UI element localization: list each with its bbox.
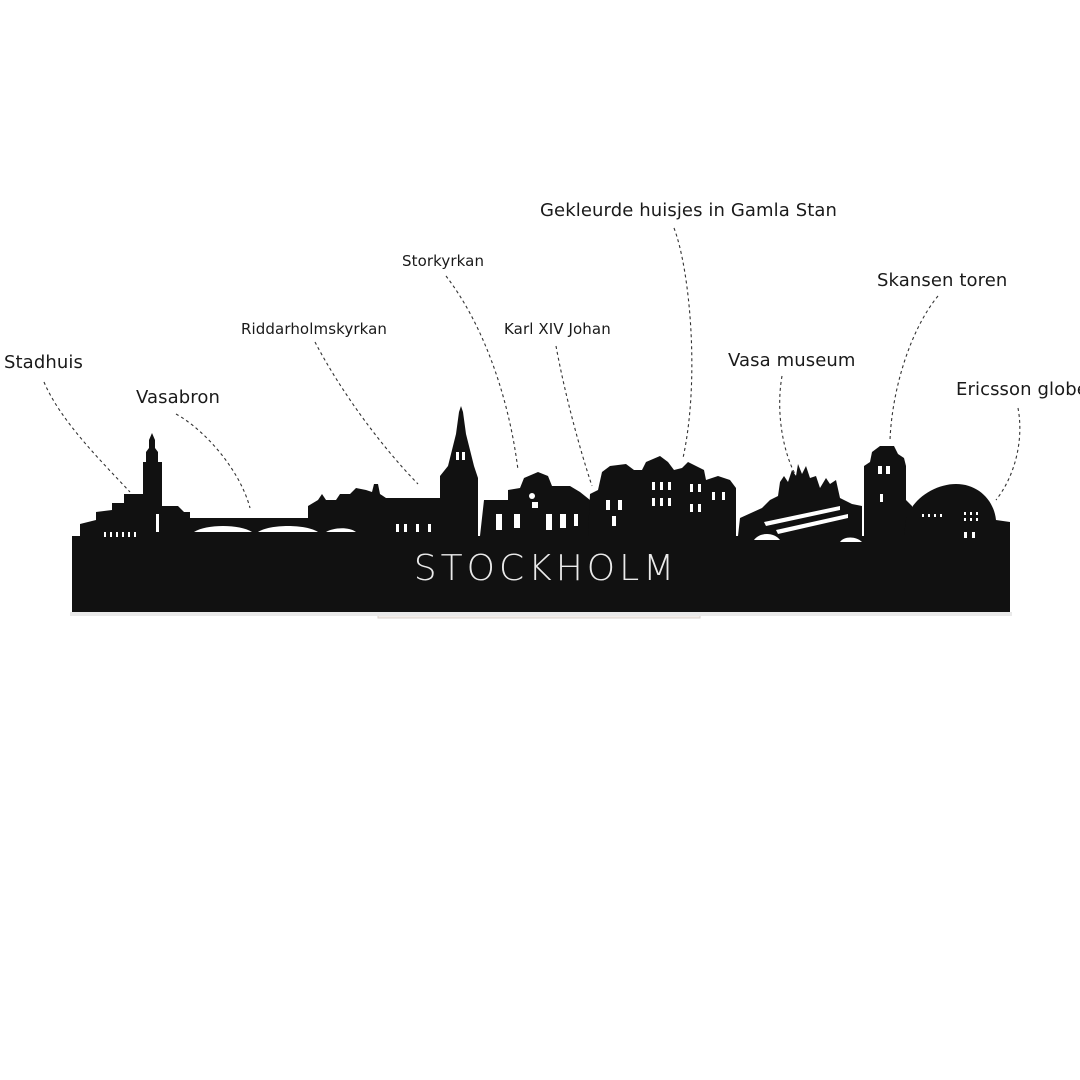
- leader-ericsson-globe: [995, 407, 1021, 501]
- label-skansen-toren: Skansen toren: [877, 270, 1008, 291]
- label-riddarholmskyrkan: Riddarholmskyrkan: [241, 320, 388, 338]
- label-ericsson-globe: Ericsson globe: [956, 379, 1080, 400]
- riddarholmen-shape: [308, 406, 478, 536]
- city-name: STOCKHOLM: [413, 548, 679, 589]
- gamla-stan-shape: [588, 456, 736, 536]
- label-storkyrkan: Storkyrkan: [402, 252, 485, 270]
- stadhuis-shape: [80, 433, 190, 536]
- label-vasabron: Vasabron: [136, 387, 221, 408]
- skansen-toren-shape: [864, 446, 912, 536]
- label-stadhuis: Stadhuis: [4, 352, 83, 373]
- label-vasa-museum: Vasa museum: [728, 350, 856, 371]
- leader-riddarholmskyrkan: [314, 341, 419, 485]
- leader-skansen-toren: [889, 295, 939, 441]
- label-karl-xiv-johan: Karl XIV Johan: [504, 320, 611, 338]
- leader-vasabron: [175, 413, 251, 509]
- label-gamla-stan: Gekleurde huisjes in Gamla Stan: [540, 200, 838, 221]
- leader-gamla-stan: [673, 227, 693, 459]
- leader-stadhuis: [43, 381, 131, 493]
- leader-vasa-museum: [779, 375, 797, 477]
- ericsson-globe-shape: [904, 484, 1010, 536]
